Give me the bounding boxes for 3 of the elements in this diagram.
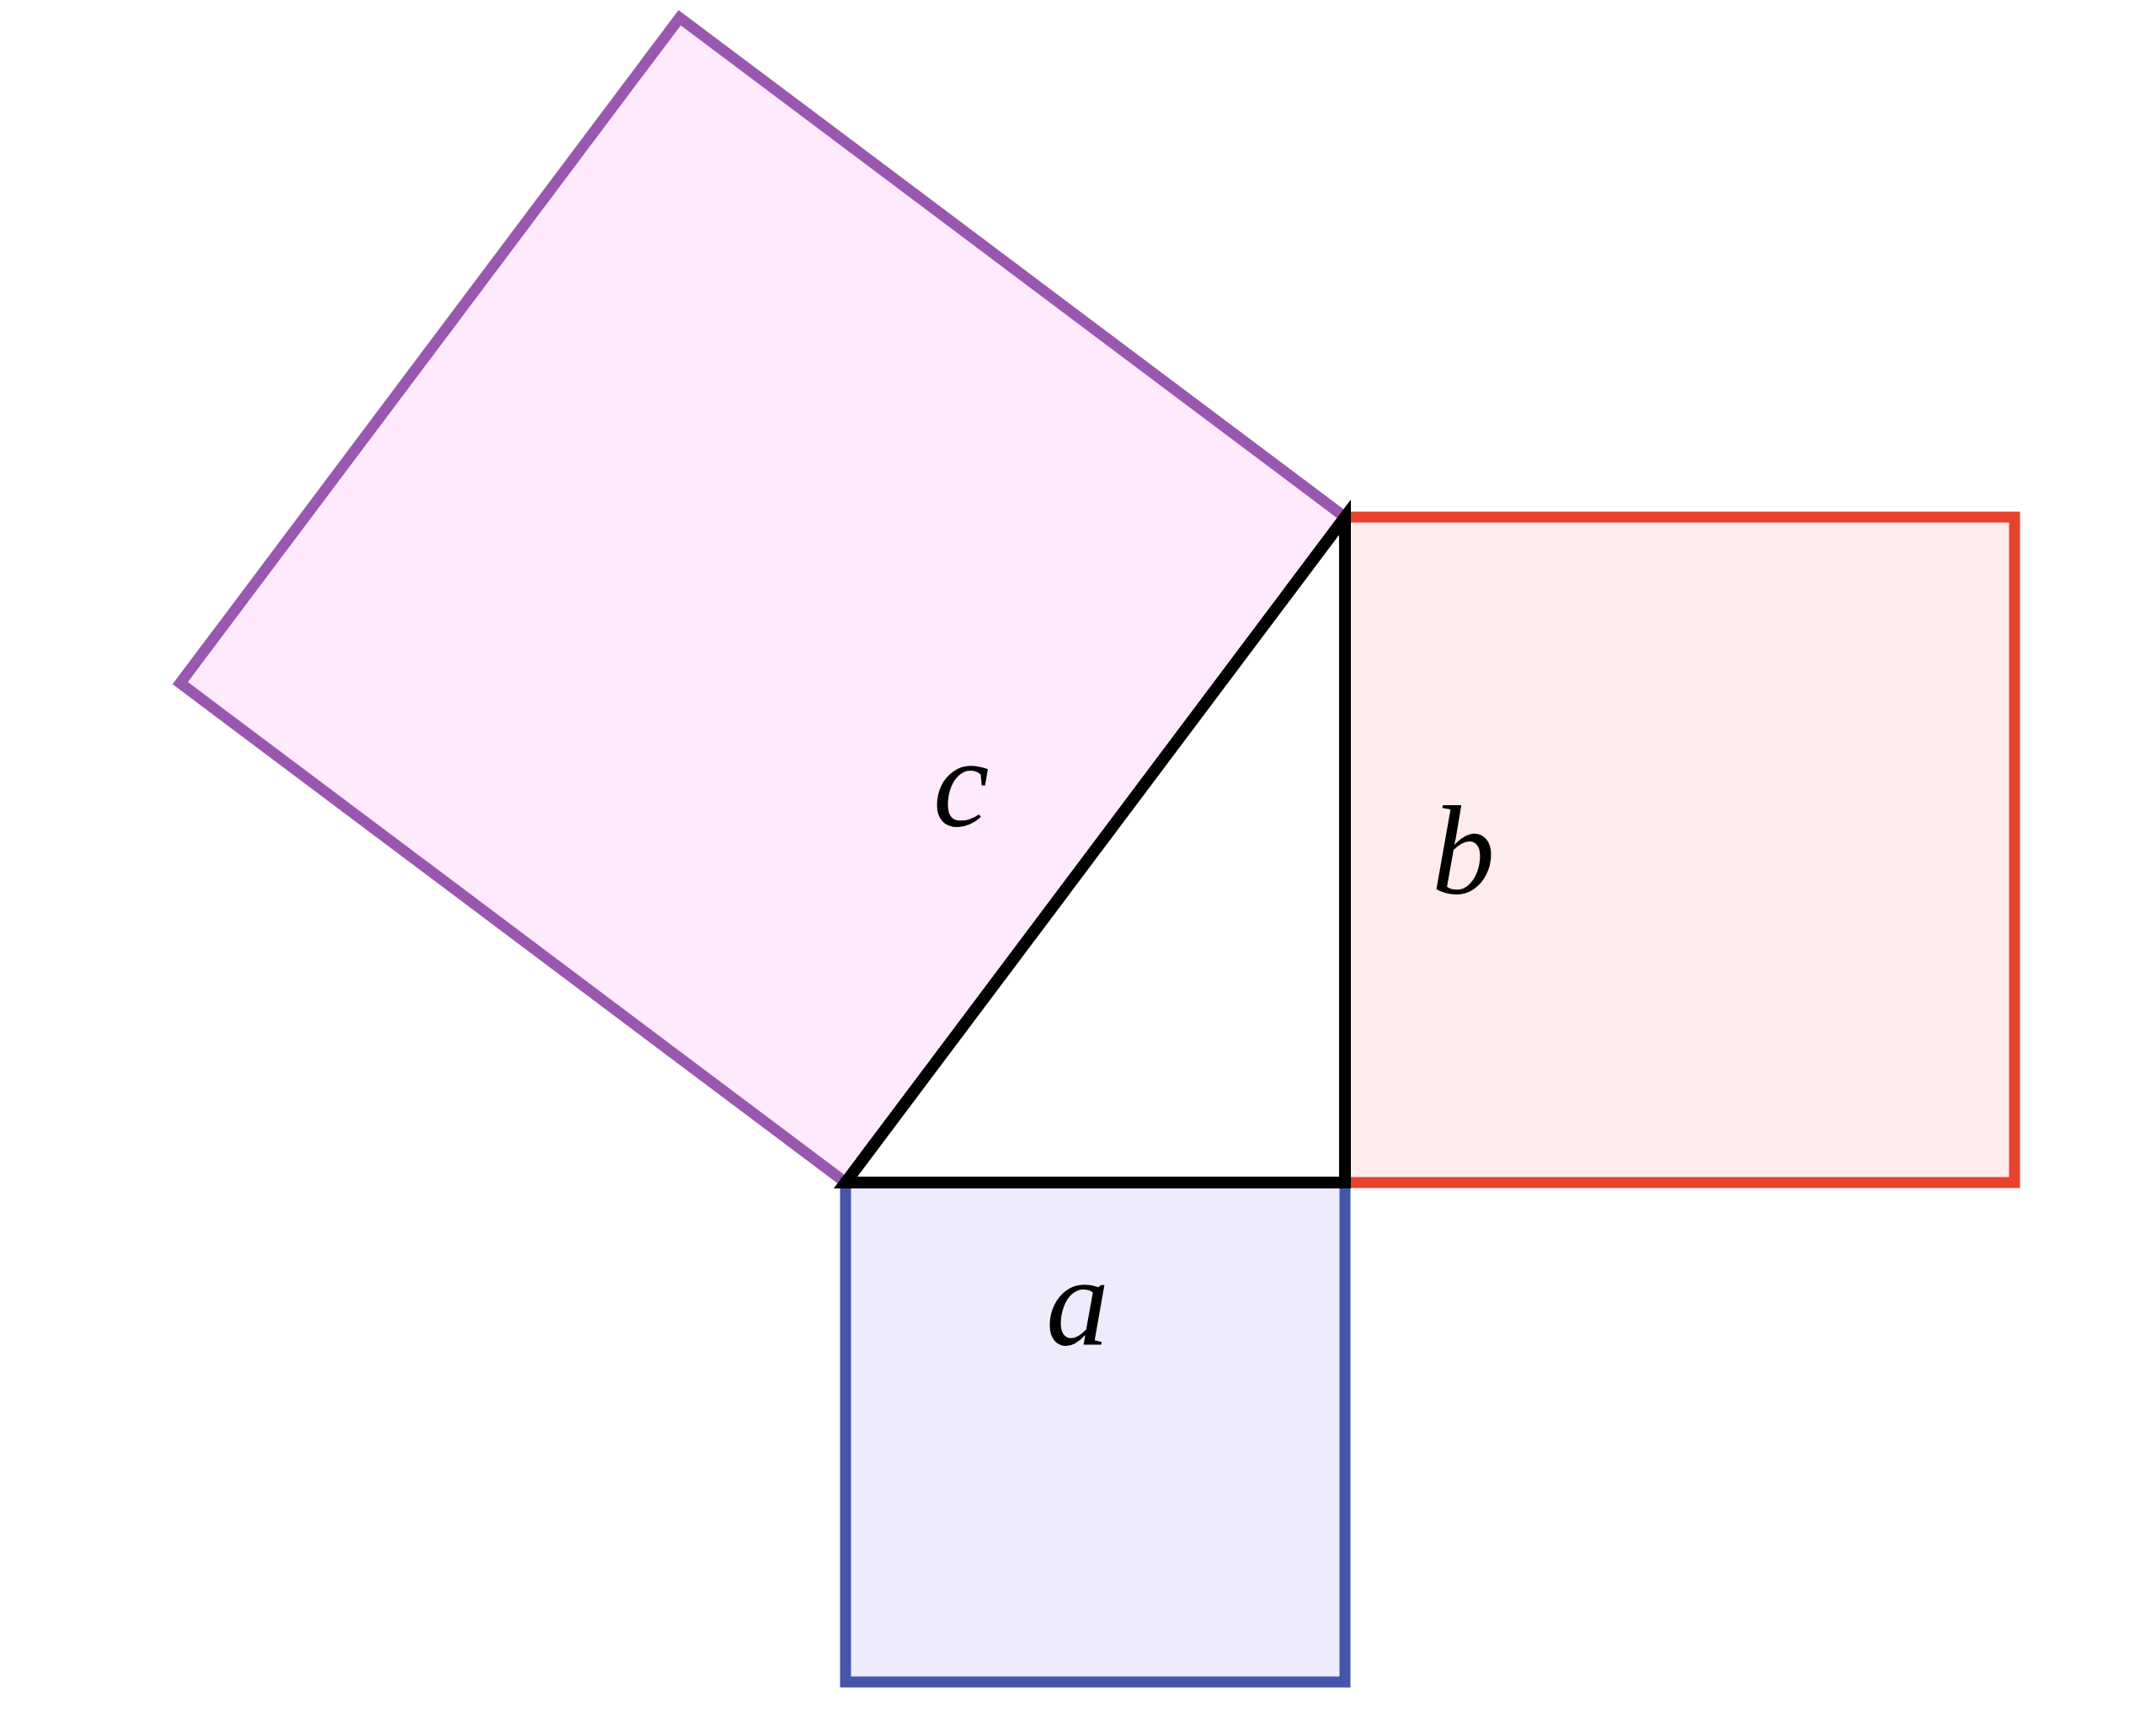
side-label: a	[1046, 1238, 1109, 1364]
side-label: c	[933, 720, 990, 846]
side-label: b	[1432, 788, 1495, 914]
